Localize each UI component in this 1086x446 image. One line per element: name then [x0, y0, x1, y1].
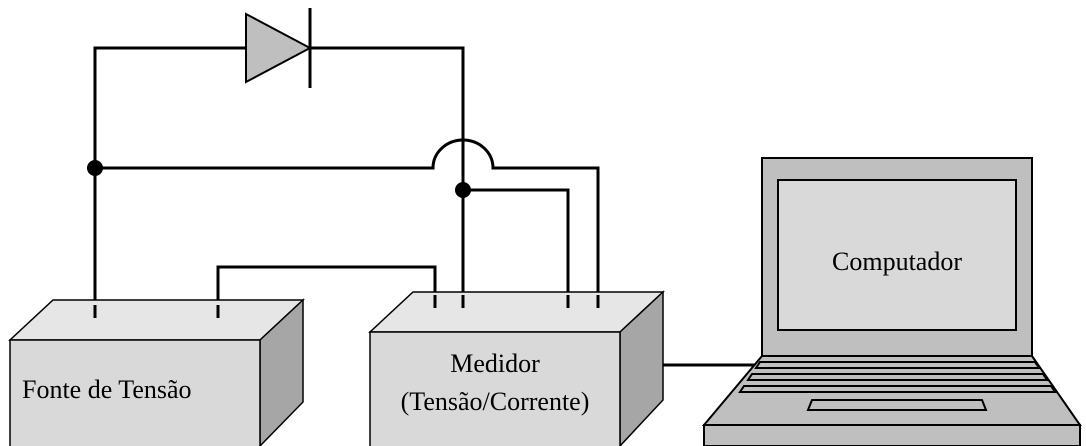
computer-label: Computador	[832, 247, 962, 276]
diode-triangle	[245, 12, 313, 84]
meter-label-line2: (Tensão/Corrente)	[401, 387, 590, 416]
junction-dot-right	[455, 182, 471, 198]
laptop-touchpad	[806, 399, 988, 411]
meter-top	[368, 291, 665, 333]
laptop-screen	[777, 179, 1017, 331]
laptop-keyboard-row-3	[738, 385, 1057, 393]
laptop-keyboard-row-2	[746, 373, 1049, 381]
wires	[93, 46, 767, 367]
meter-label-line1: Medidor	[450, 349, 540, 378]
laptop-keyboard-row-1	[754, 361, 1041, 369]
diode-symbol	[245, 8, 313, 88]
meter-front	[369, 331, 621, 446]
wire-diode-to-junction	[308, 46, 465, 192]
power-supply-front	[9, 339, 261, 446]
laptop-base-front	[703, 424, 1081, 446]
power-supply-label: Fonte de Tensão	[22, 375, 192, 404]
power-supply-top	[8, 299, 305, 341]
junction-dot-left	[87, 160, 103, 176]
laptop-computer	[701, 157, 1082, 446]
wire-junction-branch	[461, 188, 570, 307]
wire-supply-to-meter	[216, 265, 437, 320]
meter-box	[368, 290, 665, 446]
wire-supply-to-diode	[93, 46, 248, 320]
wire-voltage-sense-with-hop	[93, 138, 600, 307]
power-supply-box	[8, 298, 305, 446]
